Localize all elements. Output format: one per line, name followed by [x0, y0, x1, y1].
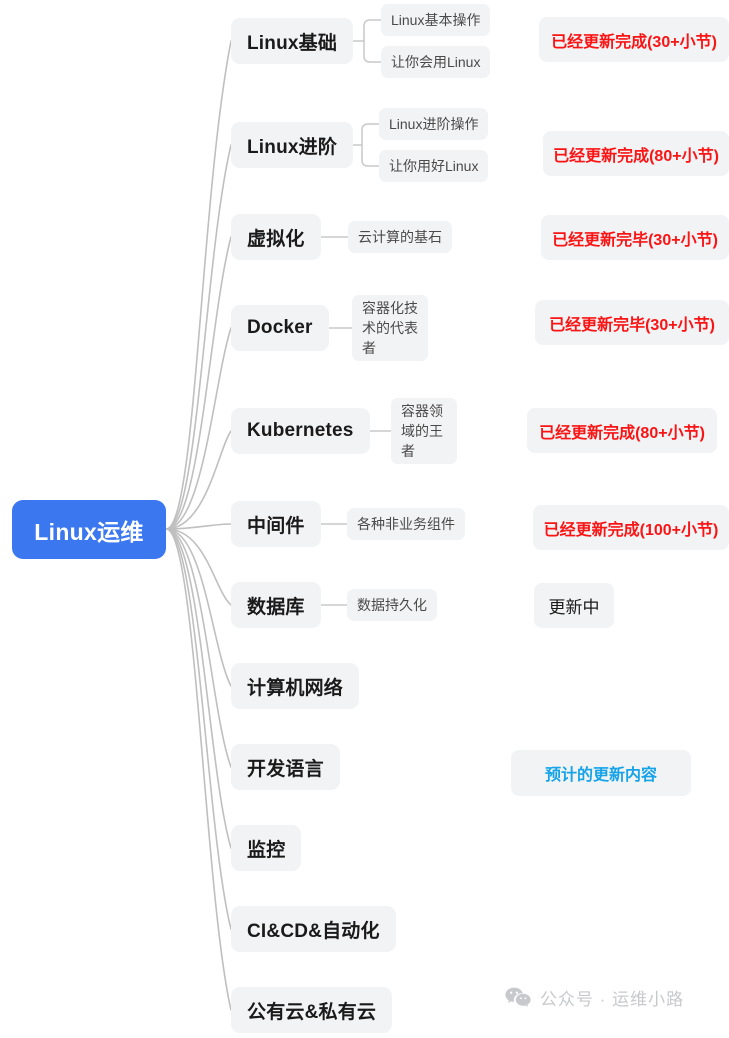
topic-node-linux-advanced[interactable]: Linux进阶 [231, 122, 354, 168]
status-badge-planned-content: 预计的更新内容 [511, 750, 691, 796]
status-badge-linux-basics: 已经更新完成(30+小节) [539, 17, 729, 62]
link-linux-advanced-child-1 [361, 159, 380, 167]
topic-node-label: Kubernetes [247, 420, 354, 441]
wechat-icon [505, 987, 531, 1009]
leaf-node-data-persistence[interactable]: 数据持久化 [347, 589, 437, 621]
status-badge-label: 更新中 [548, 598, 600, 617]
topic-node-label: 中间件 [247, 515, 305, 537]
status-badge-label: 已经更新完毕(30+小节) [549, 316, 715, 334]
topic-node-cloud[interactable]: 公有云&私有云 [231, 987, 393, 1033]
status-badge-middleware: 已经更新完成(100+小节) [533, 505, 729, 550]
topic-node-virtualization[interactable]: 虚拟化 [231, 214, 321, 260]
link-root-dev-language [165, 528, 232, 768]
link-linux-advanced-child-0 [361, 123, 380, 131]
topic-node-label: 虚拟化 [247, 228, 305, 250]
topic-node-label: 计算机网络 [247, 677, 344, 699]
link-linux-basics-child-1 [363, 55, 382, 63]
topic-node-middleware[interactable]: 中间件 [231, 501, 321, 547]
leaf-node-cloud-cornerstone[interactable]: 云计算的基石 [348, 221, 452, 253]
leaf-node-label: 容器化技术的代表者 [362, 299, 418, 357]
status-badge-label: 已经更新完成(80+小节) [539, 424, 705, 442]
topic-node-linux-basics[interactable]: Linux基础 [231, 18, 354, 64]
topic-node-label: 公有云&私有云 [247, 1001, 377, 1023]
status-badge-label: 已经更新完成(30+小节) [551, 33, 717, 51]
link-root-cloud [165, 528, 232, 1011]
status-badge-label: 预计的更新内容 [544, 767, 657, 784]
link-root-monitoring [165, 528, 232, 849]
leaf-node-linux-advanced-ops[interactable]: Linux进阶操作 [379, 108, 489, 140]
topic-node-docker[interactable]: Docker [231, 305, 329, 351]
link-root-docker [165, 327, 232, 530]
link-root-cicd [165, 528, 232, 930]
status-badge-kubernetes: 已经更新完成(80+小节) [527, 408, 717, 453]
topic-node-label: Linux基础 [247, 32, 338, 54]
topic-node-label: 监控 [247, 839, 286, 861]
leaf-node-label: 让你会用Linux [391, 54, 481, 70]
topic-node-label: Linux进阶 [247, 136, 338, 158]
link-root-linux-advanced [165, 144, 232, 530]
leaf-node-label: Linux进阶操作 [389, 116, 479, 132]
topic-node-monitoring[interactable]: 监控 [231, 825, 302, 871]
leaf-node-label: 容器领域的王者 [401, 402, 443, 460]
status-badge-docker: 已经更新完毕(30+小节) [535, 300, 729, 345]
link-root-middleware [165, 523, 232, 530]
link-root-virtualization [165, 236, 232, 530]
status-badge-virtualization: 已经更新完毕(30+小节) [541, 215, 729, 260]
root-node-label: Linux运维 [34, 518, 144, 545]
leaf-node-label: 云计算的基石 [358, 229, 442, 245]
leaf-node-use-linux[interactable]: 让你会用Linux [381, 46, 491, 78]
status-badge-label: 已经更新完成(80+小节) [553, 147, 719, 165]
status-badge-label: 已经更新完毕(30+小节) [552, 231, 718, 249]
leaf-node-container-king[interactable]: 容器领域的王者 [391, 398, 457, 464]
topic-node-dev-language[interactable]: 开发语言 [231, 744, 340, 790]
link-linux-basics-child-0 [363, 19, 382, 27]
topic-node-cicd[interactable]: CI&CD&自动化 [231, 906, 396, 952]
leaf-node-label: 数据持久化 [357, 597, 427, 613]
leaf-node-non-business-components[interactable]: 各种非业务组件 [347, 508, 465, 540]
topic-node-computer-network[interactable]: 计算机网络 [231, 663, 360, 709]
topic-node-label: 数据库 [247, 596, 305, 618]
leaf-node-master-linux[interactable]: 让你用好Linux [379, 150, 489, 182]
status-badge-linux-advanced: 已经更新完成(80+小节) [543, 131, 729, 176]
watermark-label: 公众号 · 运维小路 [540, 990, 685, 1009]
link-root-linux-basics [165, 40, 232, 530]
root-node[interactable]: Linux运维 [12, 500, 166, 559]
leaf-node-container-tech[interactable]: 容器化技术的代表者 [352, 295, 428, 361]
topic-node-label: Docker [247, 317, 313, 338]
topic-node-database[interactable]: 数据库 [231, 582, 321, 628]
link-root-database [165, 528, 232, 606]
status-badge-database: 更新中 [534, 583, 614, 628]
watermark: 公众号 · 运维小路 [505, 985, 684, 1010]
leaf-node-label: Linux基本操作 [391, 12, 481, 28]
topic-node-label: 开发语言 [247, 758, 324, 780]
topic-node-label: CI&CD&自动化 [247, 920, 380, 942]
link-root-kubernetes [165, 430, 232, 530]
leaf-node-linux-basic-ops[interactable]: Linux基本操作 [381, 4, 491, 36]
leaf-node-label: 各种非业务组件 [357, 516, 455, 532]
link-root-network [165, 528, 232, 687]
topic-node-kubernetes[interactable]: Kubernetes [231, 408, 370, 454]
leaf-node-label: 让你用好Linux [389, 158, 479, 174]
status-badge-label: 已经更新完成(100+小节) [543, 521, 719, 539]
